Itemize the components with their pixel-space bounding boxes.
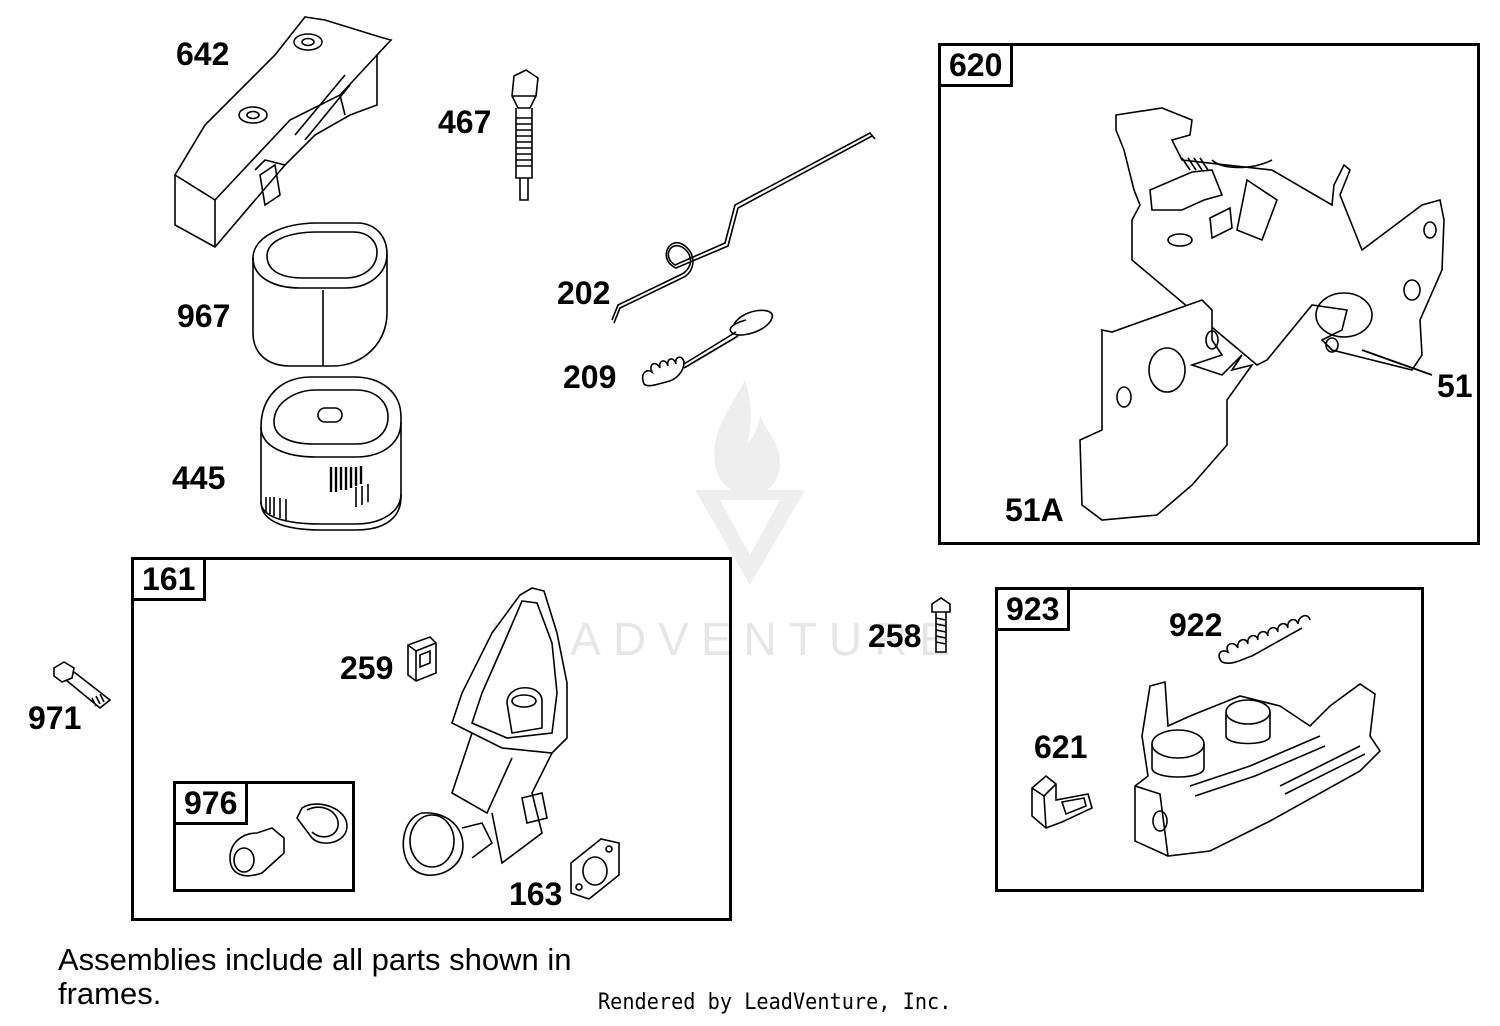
pre-cleaner-drawing[interactable] [245,218,393,370]
control-plate-drawing[interactable] [1120,676,1390,866]
frame-620: 620 [938,43,1480,545]
control-bracket-drawing[interactable] [1072,100,1452,530]
callout-922[interactable]: 922 [1169,607,1223,643]
governor-spring-922-drawing[interactable] [1212,604,1317,670]
frame-923: 923 [995,587,1424,892]
air-cleaner-cover-drawing[interactable] [165,15,400,250]
watermark-logo-icon [695,380,805,585]
governor-spring-drawing[interactable] [636,302,781,397]
clip-621-drawing[interactable] [1026,770,1096,832]
frame-label-923[interactable]: 923 [998,590,1071,631]
callout-642[interactable]: 642 [176,36,230,72]
screw-258-drawing[interactable] [926,596,956,658]
callout-971[interactable]: 971 [28,700,82,736]
air-filter-cartridge-drawing[interactable] [256,372,406,534]
callout-967[interactable]: 967 [177,298,231,334]
frame-label-620[interactable]: 620 [941,46,1014,87]
callout-209[interactable]: 209 [563,359,617,395]
callout-202[interactable]: 202 [557,275,611,311]
callout-467[interactable]: 467 [438,104,492,140]
watermark-text: LEADVENTURE [490,613,962,665]
clip-259-drawing[interactable] [402,633,442,685]
bolt-971-drawing[interactable] [48,658,118,718]
air-cleaner-base-drawing[interactable] [392,583,582,893]
frame-976: 976 [173,781,355,892]
stud-fastener-drawing[interactable] [500,68,548,206]
frame-161: 161 [131,557,732,921]
governor-link-drawing[interactable] [600,125,885,325]
assemblies-note: Assemblies include all parts shown in fr… [58,942,572,1011]
gasket-163-drawing[interactable] [563,833,625,903]
callout-445[interactable]: 445 [172,460,226,496]
callout-259[interactable]: 259 [340,650,394,686]
frame-label-161[interactable]: 161 [134,560,207,601]
callout-51a[interactable]: 51A [1005,492,1064,528]
callout-258[interactable]: 258 [868,618,922,654]
frame-label-976[interactable]: 976 [176,784,249,825]
rendered-by-credit: Rendered by LeadVenture, Inc. [598,990,952,1015]
callout-621[interactable]: 621 [1034,729,1088,765]
callout-51[interactable]: 51 [1437,368,1473,404]
breather-tube-drawing[interactable] [222,798,352,884]
callout-163[interactable]: 163 [509,876,563,912]
